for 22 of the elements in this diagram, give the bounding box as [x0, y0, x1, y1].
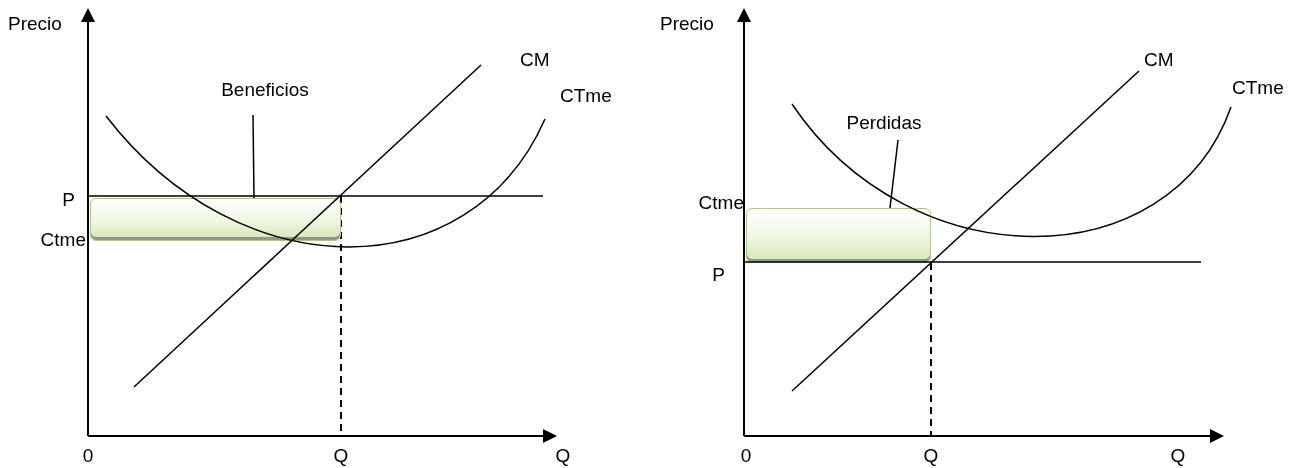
- leader-line: [889, 139, 899, 209]
- axis-label: CTme: [560, 85, 612, 107]
- axis-label: Q: [555, 445, 571, 467]
- axis-label: Ctme: [40, 229, 86, 251]
- area-label: Beneficios: [221, 79, 309, 101]
- axis-label: Precio: [8, 13, 62, 35]
- axis-label: Q: [333, 445, 349, 467]
- axis-label: CM: [520, 49, 550, 71]
- axis-label: Ctme: [698, 192, 744, 214]
- axis-label: Q: [1170, 445, 1186, 467]
- axis-label: P: [712, 264, 725, 286]
- axis-label: CTme: [1232, 77, 1284, 99]
- profit-area: [90, 198, 341, 241]
- axis-label: P: [62, 189, 75, 211]
- leader-line: [252, 114, 255, 199]
- axis-label: CM: [1144, 49, 1174, 71]
- axis-label: Precio: [660, 13, 714, 35]
- area-label: Perdidas: [846, 112, 922, 134]
- loss-area: [746, 208, 931, 263]
- axis-label: 0: [740, 445, 752, 467]
- axis-label: 0: [82, 445, 94, 467]
- axis-label: Q: [923, 445, 939, 467]
